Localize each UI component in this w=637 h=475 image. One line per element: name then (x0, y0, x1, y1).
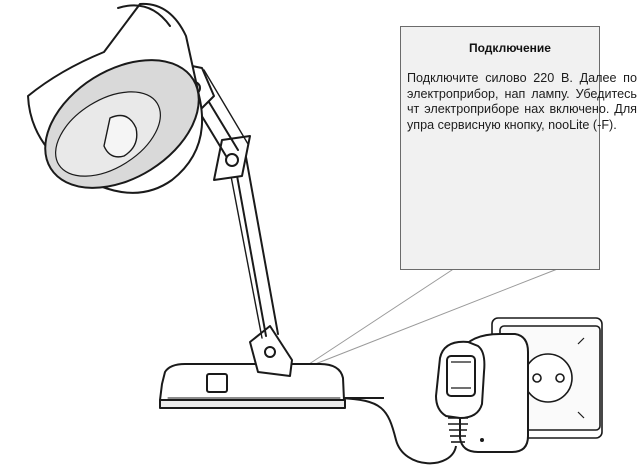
callout-title: Подключение (469, 41, 551, 55)
callout-body: Подключите силово 220 В. Далее по электр… (407, 71, 637, 132)
desk-lamp-illustration (27, 2, 346, 409)
smart-plug-adapter-icon (434, 333, 529, 453)
power-cable-icon (339, 397, 457, 465)
lamp-plug-illustration (27, 2, 603, 465)
connection-callout: Подключение Подключите силово 220 В. Дал… (400, 26, 637, 270)
callout-pointer (299, 267, 561, 371)
